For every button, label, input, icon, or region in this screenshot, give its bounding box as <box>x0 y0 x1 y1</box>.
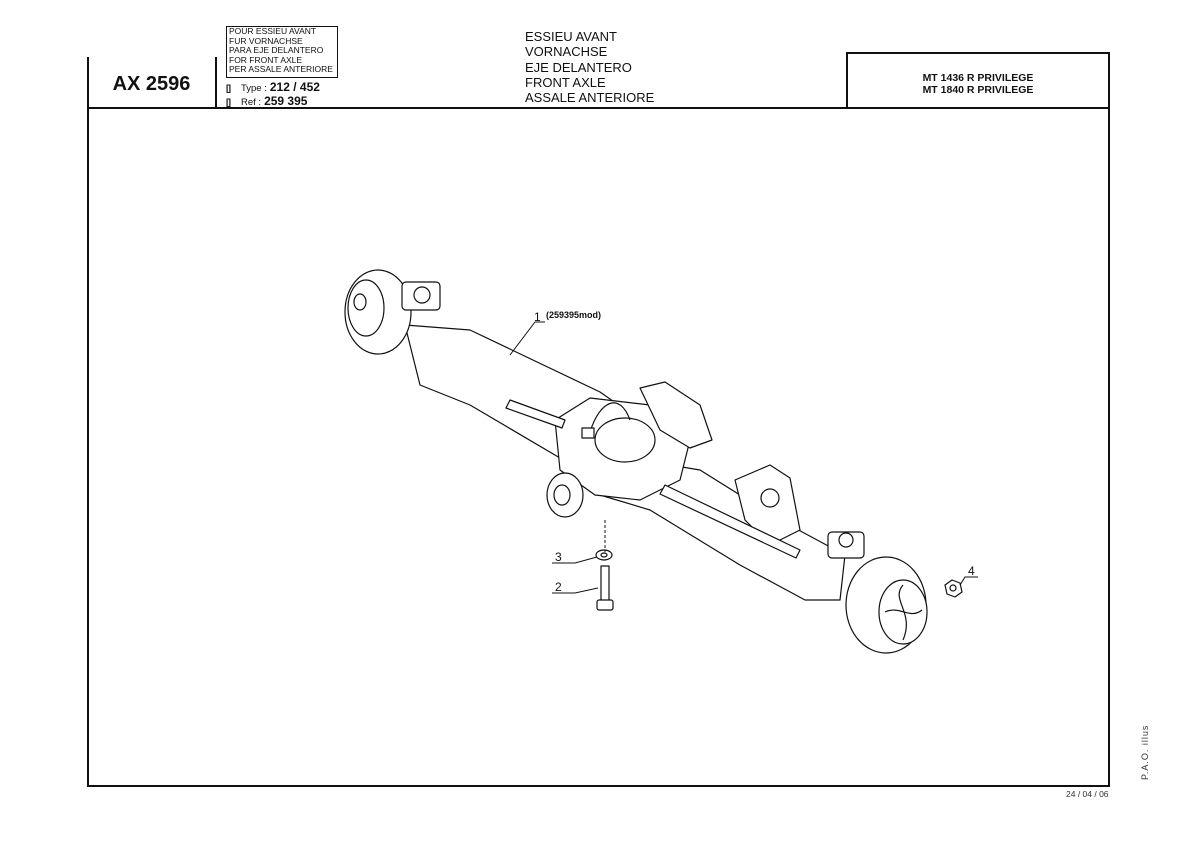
header-divider-mid <box>846 52 848 109</box>
left-kingpin-nut <box>413 286 431 304</box>
callout-4-number: 4 <box>968 564 975 578</box>
title-line: EJE DELANTERO <box>525 59 632 75</box>
model-name: MT 1436 R PRIVILEGE <box>922 72 1034 84</box>
drive-flange-center <box>553 484 571 506</box>
sensor-cable <box>589 402 631 433</box>
callout-1-ref: (259395mod) <box>546 310 601 320</box>
title-line: VORNACHSE <box>525 44 608 60</box>
header-divider-left <box>87 57 89 109</box>
bracket-hole <box>760 488 780 508</box>
type-row: [] Type : 212 / 452 <box>226 80 320 94</box>
ref-label: Ref : <box>241 97 262 108</box>
side-label: P.A.O. illus <box>1140 724 1150 780</box>
bracket-icon: [] <box>226 83 231 93</box>
ref-value: 259 395 <box>264 94 308 108</box>
date-stamp: 24 / 04 / 06 <box>1066 789 1109 799</box>
washer-hole <box>600 552 608 558</box>
steering-rod-right <box>659 484 801 559</box>
left-support-bracket <box>639 381 713 449</box>
callout-4-leader <box>959 576 978 586</box>
right-kingpin-nut <box>838 532 854 548</box>
models-box-top <box>846 52 1110 54</box>
title-block: ESSIEU AVANT VORNACHSE EJE DELANTERO FRO… <box>525 29 654 105</box>
callout-1-number: 1 <box>534 310 541 324</box>
applicability-line: FOR FRONT AXLE <box>229 54 303 65</box>
bolt-head <box>596 599 614 611</box>
bolt-part-2 <box>600 565 610 605</box>
models-box: MT 1436 R PRIVILEGE MT 1840 R PRIVILEGE <box>848 60 1108 108</box>
type-value: 212 / 452 <box>269 80 320 94</box>
callout-3-number: 3 <box>555 550 562 564</box>
drawing-frame <box>87 107 1110 787</box>
applicability-line: PER ASSALE ANTERIORE <box>229 64 333 75</box>
callout-2-leader <box>552 587 599 594</box>
applicability-line: FUR VORNACHSE <box>229 35 303 46</box>
ref-row: [] Ref : 259 395 <box>226 94 307 108</box>
sensor-connector <box>581 427 595 439</box>
page-code: AX 2596 <box>112 72 191 95</box>
applicability-line: PARA EJE DELANTERO <box>229 45 324 56</box>
differential-cover <box>594 417 656 463</box>
callout-2-number: 2 <box>555 580 562 594</box>
left-hub-center <box>353 293 367 311</box>
applicability-box: POUR ESSIEU AVANT FUR VORNACHSE PARA EJE… <box>226 26 338 78</box>
left-hub-face <box>347 279 385 337</box>
header-divider-right <box>1108 52 1110 109</box>
bracket-icon: [] <box>226 97 231 107</box>
model-name: MT 1840 R PRIVILEGE <box>922 84 1034 96</box>
right-hub-spokes <box>884 584 923 641</box>
callout-1-leader <box>509 321 545 356</box>
applicability-line: POUR ESSIEU AVANT <box>229 26 317 36</box>
title-line: FRONT AXLE <box>525 74 606 90</box>
title-line: ESSIEU AVANT <box>525 29 617 44</box>
title-line: ASSALE ANTERIORE <box>525 90 655 106</box>
header-divider-code <box>215 57 217 109</box>
callout-3-leader <box>552 556 598 564</box>
nut-hole <box>949 584 957 592</box>
steering-rod-left <box>505 399 566 429</box>
type-label: Type : <box>241 83 267 94</box>
